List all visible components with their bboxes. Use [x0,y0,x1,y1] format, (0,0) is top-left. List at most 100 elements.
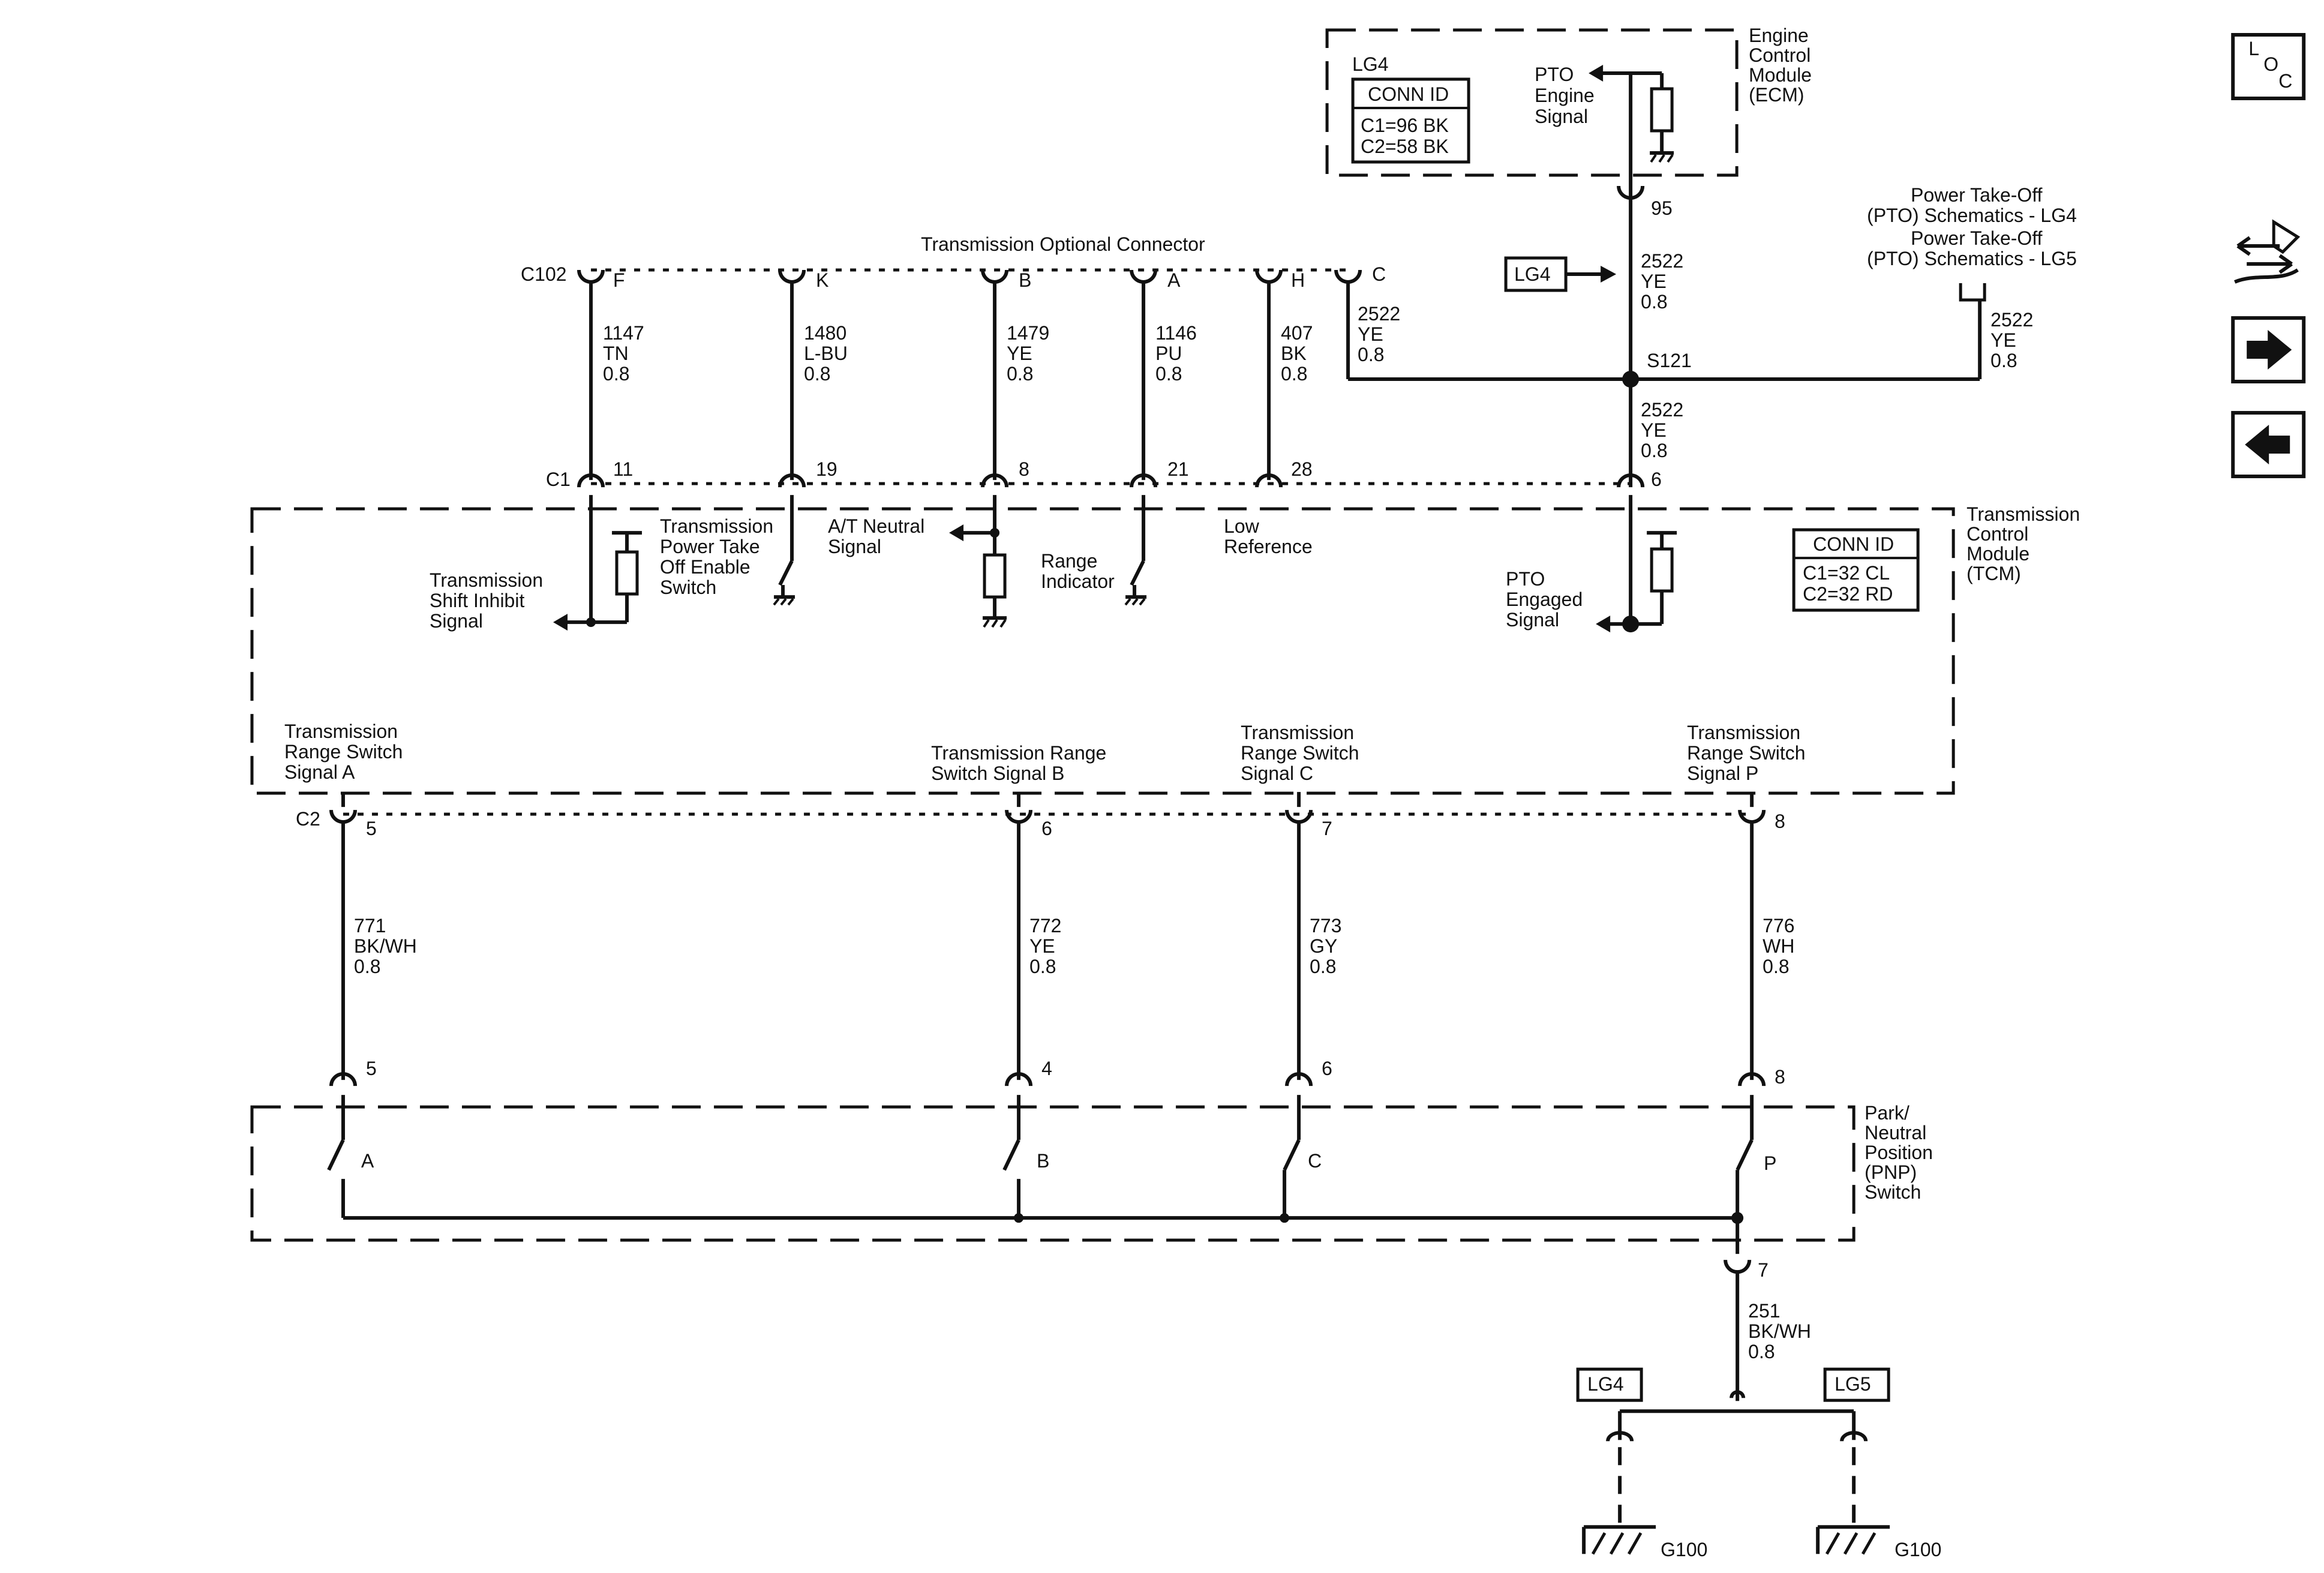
range-indicator-1: Range [1041,550,1097,572]
low-ref-1: Low [1224,515,1260,537]
tcm-name-3: Module [1966,543,2029,565]
wire-251-gauge: 0.8 [1748,1341,1774,1362]
c2-pin-5: 5 [366,818,377,839]
wire-773-color: GY [1310,935,1337,957]
pnp-name-4: (PNP) [1864,1161,1917,1183]
c1-label: C1 [546,469,571,490]
c102-pin-f: F [613,269,625,291]
pnp-pin-5: 5 [366,1058,377,1079]
wire-772-color: YE [1029,935,1055,957]
wire-773: 773 GY 0.8 [1310,915,1341,977]
neutral-2: Signal [828,536,881,557]
range-c-3: Signal C [1241,763,1313,784]
pto-enable-4: Switch [660,577,716,598]
c102-pin-k: K [816,269,828,291]
c102-pin-c: C [1372,263,1386,285]
c1-pin-21: 21 [1167,458,1189,480]
c102-pin-a: A [1167,269,1181,291]
wire-776: 776 WH 0.8 [1762,915,1794,977]
wire-2522-c-gauge: 0.8 [1358,344,1384,365]
wire-771: 771 BK/WH 0.8 [354,915,417,977]
pnp-pin-4: 4 [1041,1058,1052,1079]
contact-b: B [1037,1150,1049,1172]
ecm-lg4-label: LG4 [1352,53,1388,75]
wire-776-num: 776 [1762,915,1794,936]
splice-label: S121 [1647,350,1692,371]
pto-ref-3: Power Take-Off [1911,227,2042,249]
range-p-3: Signal P [1687,763,1758,784]
wire-1479-num: 1479 [1007,322,1049,344]
wire-pto-ref-color: YE [1990,329,2016,351]
range-a-3: Signal A [284,761,355,783]
c2-pin-6: 6 [1041,818,1052,839]
arrow-right-icon [2247,330,2292,370]
wire-407-color: BK [1281,343,1307,364]
wire-1146: 1146 PU 0.8 [1155,322,1197,385]
wire-1480-color: L-BU [804,343,848,364]
ecm-name-1: Engine [1749,25,1809,46]
wire-tcm6-color: YE [1641,419,1667,441]
pnp-name-2: Neutral [1864,1122,1926,1143]
tcm-conn-line-2: C2=32 RD [1803,583,1893,605]
range-a-2: Range Switch [284,741,403,763]
pnp-pin-6: 6 [1322,1058,1332,1079]
pto-engine-signal-2: Engine [1535,85,1595,106]
loc-letter-c: C [2278,70,2292,92]
pto-enable-1: Transmission [660,515,773,537]
wire-1147-color: TN [603,343,629,364]
loc-button[interactable]: L O C [2231,33,2306,101]
wire-1479-gauge: 0.8 [1007,363,1033,385]
wire-2522-c-num: 2522 [1358,303,1400,325]
contact-c: C [1308,1150,1322,1172]
wire-1479-color: YE [1007,343,1032,364]
wire-772-num: 772 [1029,915,1061,936]
lg4-ground-badge [1576,1367,1643,1402]
pnp-pin-7: 7 [1758,1259,1768,1281]
wire-772: 772 YE 0.8 [1029,915,1061,977]
connector-view-icon[interactable] [2234,219,2301,284]
tcm-conn-id-box [1792,528,1920,612]
range-b-2: Switch Signal B [931,763,1064,784]
tcm-name-4: (TCM) [1966,563,2021,584]
pnp-pin-8: 8 [1774,1066,1785,1088]
ground-g100-2: G100 [1894,1539,1941,1560]
previous-page-button[interactable] [2231,411,2306,479]
ground-icon-1 [1582,1525,1656,1555]
pnp-name-5: Switch [1864,1181,1921,1203]
wire-773-num: 773 [1310,915,1341,936]
arrow-left-icon [2245,425,2290,465]
pnp-name-1: Park/ [1864,1102,1909,1124]
lg4-badge-text: LG4 [1514,263,1550,285]
wire-ecm-num: 2522 [1641,250,1683,272]
loc-letter-l: L [2248,38,2259,59]
low-ref-2: Reference [1224,536,1313,557]
next-page-button[interactable] [2231,316,2306,384]
wire-2522-c: 2522 YE 0.8 [1358,303,1400,365]
tcm-name-1: Transmission [1966,503,2080,525]
pto-ref-4: (PTO) Schematics - LG5 [1867,248,2077,269]
wire-776-gauge: 0.8 [1762,956,1789,977]
c102-label: C102 [521,263,566,285]
c1-pin-28: 28 [1291,458,1313,480]
pto-engaged-1: PTO [1506,568,1545,590]
pto-enable-3: Off Enable [660,556,750,578]
wire-1480: 1480 L-BU 0.8 [804,322,848,385]
lg4-badge [1504,256,1568,292]
ecm-conn-line-2: C2=58 BK [1361,136,1449,157]
pto-engaged-2: Engaged [1506,589,1583,610]
wire-1480-gauge: 0.8 [804,363,830,385]
wire-773-gauge: 0.8 [1310,956,1336,977]
c2-pin-8: 8 [1774,810,1785,832]
wire-771-gauge: 0.8 [354,956,380,977]
range-p-2: Range Switch [1687,742,1805,764]
pnp-switch-module [250,1105,1855,1242]
wire-407-gauge: 0.8 [1281,363,1307,385]
pnp-name-3: Position [1864,1142,1933,1163]
ecm-module: Engine Control Module (ECM) LG4 CONN ID … [1325,25,1812,181]
shift-inhibit-2: Shift Inhibit [430,590,524,611]
wire-1146-gauge: 0.8 [1155,363,1182,385]
lg4-ground-text: LG4 [1587,1373,1623,1395]
c102-pin-h: H [1291,269,1305,291]
ground-icon-2 [1816,1525,1890,1555]
wire-1480-num: 1480 [804,322,846,344]
